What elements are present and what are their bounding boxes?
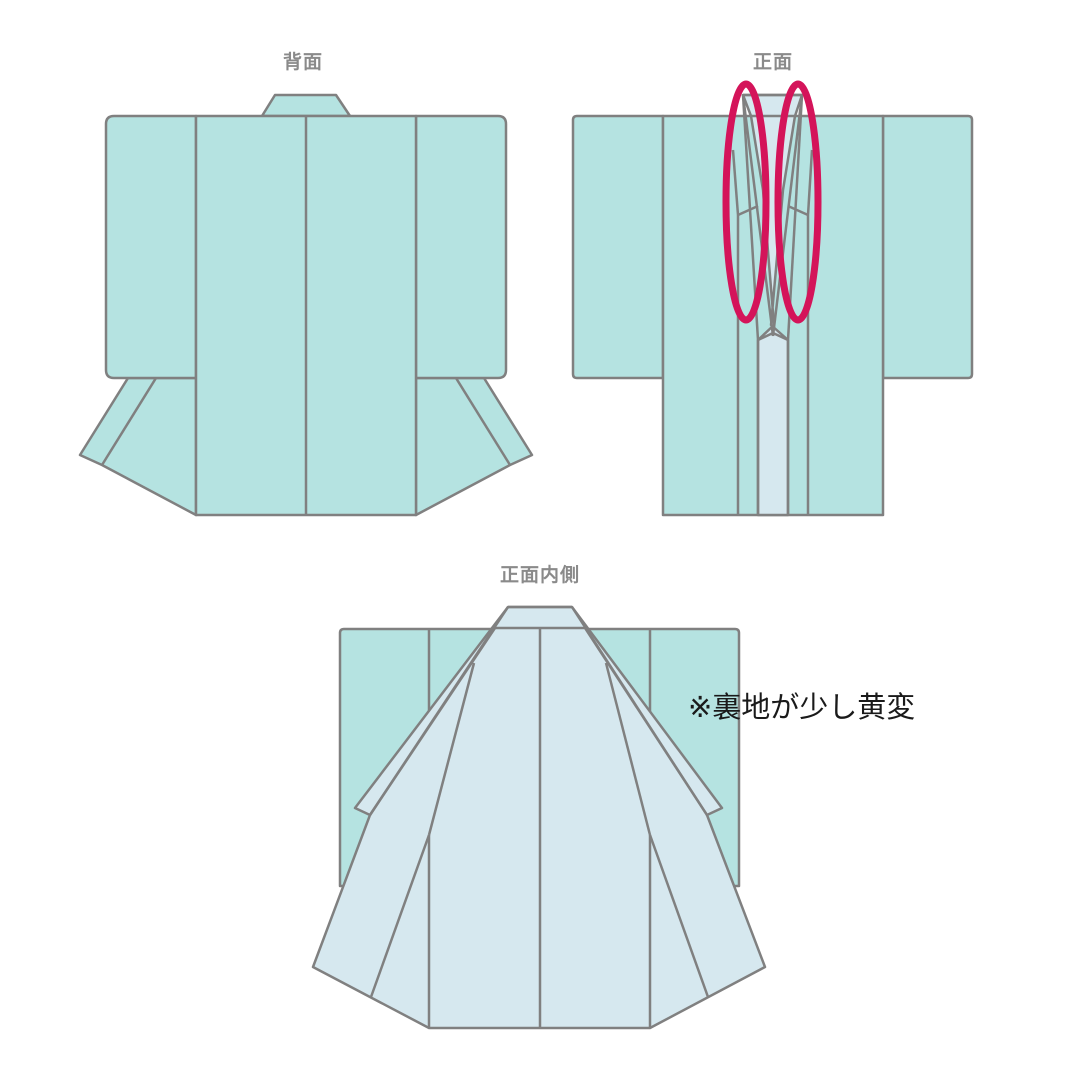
back-view-label: 背面 [282, 51, 324, 73]
back-right-skirt [414, 376, 534, 517]
back-collar [260, 93, 352, 118]
front-right-sleeve [881, 114, 974, 380]
back-right-sleeve [414, 114, 508, 380]
front-inside-view-label: 正面内側 [499, 564, 581, 586]
front-view [571, 80, 974, 517]
highlight-left-collar [722, 80, 770, 324]
front-view-label: 正面 [752, 51, 794, 73]
back-left-skirt [78, 376, 198, 517]
back-view [78, 93, 534, 517]
lining-yellowing-note: ※裏地が少し黄変 [688, 690, 916, 724]
back-left-sleeve [104, 114, 198, 380]
highlight-right-collar [774, 80, 822, 324]
front-inside-view [311, 605, 767, 1030]
front-left-sleeve [571, 114, 665, 380]
